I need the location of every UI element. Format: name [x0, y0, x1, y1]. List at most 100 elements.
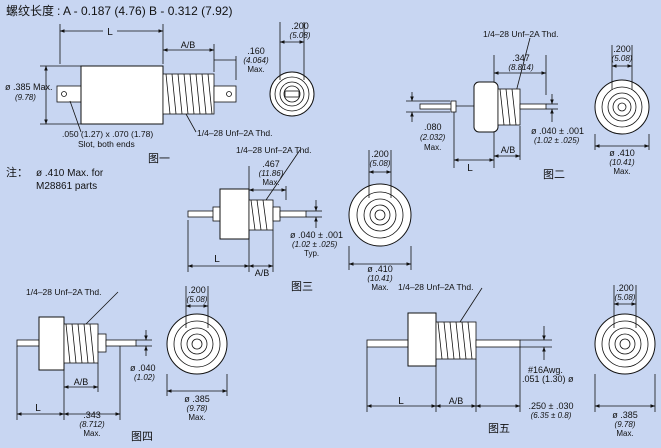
- fig2-end-view: [594, 79, 650, 135]
- note-line2: M28861 parts: [36, 181, 97, 192]
- fig4-len-mm: (8.712): [79, 420, 105, 429]
- fig2-left-pin: [419, 103, 455, 110]
- fig3-right-pin: [279, 210, 307, 218]
- fig3-body: [219, 188, 250, 240]
- fig2-body-dia: ø .410: [609, 148, 635, 158]
- fig4-AB-label: A/B: [74, 377, 89, 387]
- fig4-end-dia-mm: (5.08): [187, 295, 208, 304]
- fig4-caption: 图四: [131, 430, 153, 443]
- fig4-thread: [63, 323, 99, 364]
- fig2-pin-max: Max.: [424, 143, 441, 152]
- fig2-len: .347: [512, 53, 530, 63]
- fig3-dia: ø .040 ± .001: [290, 230, 343, 240]
- fig2-pin: .080: [424, 122, 442, 132]
- fig3-AB-label: A/B: [255, 268, 270, 278]
- fig2-len-mm: (8.814): [508, 63, 534, 72]
- fig5-thread: [435, 321, 477, 360]
- fig5-AB-label: A/B: [449, 396, 464, 406]
- fig5-body-dia-mm: (9.78): [615, 420, 636, 429]
- fig4-dia: ø .040: [130, 363, 156, 373]
- figure-1: L A/B .160 (4.064) Max. ø .385 Max. (9.7…: [5, 21, 315, 165]
- fig1-end-dia: .200: [291, 21, 309, 31]
- fig1-slot2: Slot, both ends: [78, 139, 135, 149]
- figure-3: 1/4–28 Unf–2A Thd. .467 (11.86) Max. ø .…: [187, 145, 412, 293]
- fig2-body: [473, 81, 499, 133]
- fig3-body-dia: ø .410: [367, 264, 393, 274]
- fig1-dia-mm: (9.78): [15, 93, 36, 102]
- fig3-thread-label: 1/4–28 Unf–2A Thd.: [236, 145, 311, 155]
- fig1-body: [80, 65, 164, 125]
- fig2-right-pin: [519, 103, 547, 110]
- fig2-body-dia-mm: (10.41): [609, 158, 635, 167]
- fig4-end-dia: .200: [188, 285, 206, 295]
- fig4-end-view: [166, 313, 228, 375]
- fig5-body-dia: ø .385: [612, 410, 638, 420]
- fig2-dia-mm: (1.02 ± .025): [534, 136, 580, 145]
- fig1-len-mm: (4.064): [243, 56, 269, 65]
- fig5-wire: #16Awg.: [528, 365, 563, 375]
- fig1-thread-label: 1/4–28 Unf–2A Thd.: [197, 128, 272, 138]
- fig3-len-max: Max.: [262, 178, 279, 187]
- fig3-len-mm: (11.86): [259, 169, 284, 178]
- fig4-dia-mm: (1.02): [134, 373, 155, 382]
- fig1-end-dia-mm: (5.08): [290, 31, 311, 40]
- fig1-slot: .050 (1.27) x .070 (1.78): [62, 129, 153, 139]
- note-line1: ø .410 Max. for: [36, 168, 104, 179]
- fig3-end-view: [348, 183, 412, 247]
- fig4-L-label: L: [35, 403, 41, 414]
- fig3-thread: [248, 199, 274, 231]
- note-prefix: 注：: [6, 165, 28, 179]
- fig1-left-tab: [56, 85, 82, 103]
- fig4-len-max: Max.: [83, 429, 100, 438]
- fig3-caption: 图三: [291, 280, 313, 293]
- fig2-thread-label: 1/4–28 Unf–2A Thd.: [483, 29, 558, 39]
- fig2-pin-mm: (2.032): [420, 133, 446, 142]
- fig2-L-label: L: [467, 163, 473, 174]
- figure-4: 1/4–28 Unf–2A Thd. ø .040 (1.02) A/B L .…: [16, 285, 228, 443]
- fig4-body: [38, 316, 65, 371]
- fig3-body-dia-mm: (10.41): [367, 274, 393, 283]
- fig4-right-pin: [105, 339, 137, 347]
- fig5-end-dia: .200: [616, 283, 634, 293]
- fig3-dia-typ: Typ.: [304, 249, 319, 258]
- fig3-len: .467: [262, 159, 280, 169]
- figure-2: 1/4–28 Unf–2A Thd. .347 (8.814) .080 (2.…: [406, 29, 650, 181]
- figure-5: 1/4–28 Unf–2A Thd. #16Awg. .051 (1.30) ø…: [366, 282, 656, 438]
- fig5-end-view: [594, 313, 656, 375]
- fig3-dia-mm: (1.02 ± .025): [292, 240, 338, 249]
- fig1-right-tab: [213, 85, 237, 103]
- header-title: 螺纹长度: [6, 3, 54, 18]
- fig3-L-label: L: [214, 254, 220, 265]
- fig3-end-dia: .200: [371, 149, 389, 159]
- fig4-len: .343: [83, 410, 101, 420]
- fig1-L-label: L: [107, 27, 113, 38]
- fig3-body-max: Max.: [371, 283, 388, 292]
- fig2-thread: [497, 88, 521, 126]
- fig1-dia: ø .385 Max.: [5, 82, 53, 92]
- fig4-left-pin: [16, 339, 40, 347]
- fig4-body-dia: ø .385: [184, 394, 210, 404]
- fig5-right-wire: [475, 339, 521, 348]
- fig5-L-label: L: [398, 396, 404, 407]
- header-spec: : A - 0.187 (4.76) B - 0.312 (7.92): [57, 4, 232, 18]
- fig5-caption: 图五: [488, 422, 510, 435]
- fig2-end-dia-mm: (5.08): [612, 54, 633, 63]
- fig5-left-wire: [366, 339, 409, 348]
- fig5-len: .250 ± .030: [529, 401, 574, 411]
- fig5-body-max: Max.: [616, 429, 633, 438]
- fig2-end-dia: .200: [613, 44, 631, 54]
- fig2-AB-label: A/B: [501, 145, 516, 155]
- fig2-body-max: Max.: [613, 167, 630, 176]
- fig2-dia: ø .040 ± .001: [531, 126, 584, 136]
- fig1-thread: [162, 73, 215, 115]
- fig5-end-dia-mm: (5.08): [615, 293, 636, 302]
- fig2-caption: 图二: [543, 168, 565, 181]
- fig4-body-dia-mm: (9.78): [187, 404, 208, 413]
- fig5-len-mm: (6.35 ± 0.8): [531, 411, 572, 420]
- fig4-body-max: Max.: [188, 413, 205, 422]
- fig1-caption: 图一: [148, 152, 170, 165]
- fig1-len: .160: [247, 46, 265, 56]
- fig1-AB-label: A/B: [181, 40, 196, 50]
